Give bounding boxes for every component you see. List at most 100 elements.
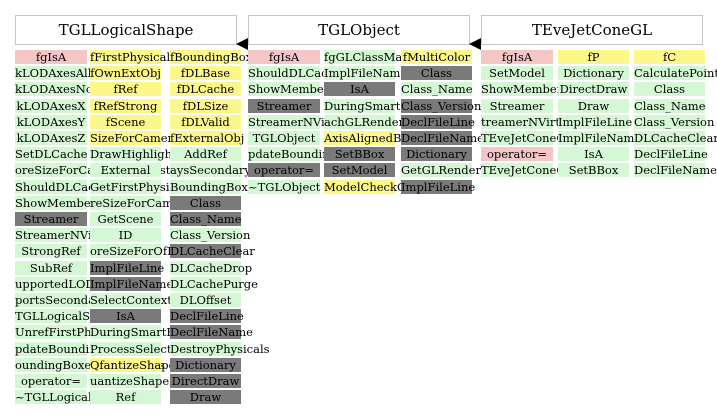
member-tevejetconegl-col2-5[interactable]: ImplFileName bbox=[558, 131, 642, 145]
member-tgllogicalshape-col2-2[interactable]: fRef bbox=[90, 82, 161, 97]
member-tgllogicalshape-col3-4[interactable]: fDLValid bbox=[170, 114, 241, 129]
member-tgllogicalshape-col2-20[interactable]: uantizeShapeLOD bbox=[90, 374, 196, 388]
class-header-tglobject[interactable]: TGLObject bbox=[248, 15, 470, 45]
member-tgllogicalshape-col2-1[interactable]: fOwnExtObj bbox=[90, 66, 161, 81]
member-tevejetconegl-col1-1[interactable]: SetModel bbox=[481, 66, 553, 81]
member-tgllogicalshape-col1-0[interactable]: fgIsA bbox=[15, 50, 87, 64]
member-tglobject-col2-3[interactable]: DuringSmartRefresh bbox=[324, 98, 446, 113]
member-tgllogicalshape-col1-16[interactable]: TGLLogicalShape bbox=[15, 309, 119, 324]
member-tgllogicalshape-col2-15[interactable]: SelectContextMenu bbox=[90, 293, 206, 307]
member-tgllogicalshape-col2-10[interactable]: GetScene bbox=[90, 212, 161, 226]
member-tevejetconegl-col2-4[interactable]: ImplFileLine bbox=[558, 114, 633, 129]
member-tgllogicalshape-col1-11[interactable]: StreamerNVirtual bbox=[15, 228, 120, 243]
member-tgllogicalshape-col3-6[interactable]: AddRef bbox=[170, 147, 241, 162]
member-tglobject-col2-0[interactable]: fgGLClassMap bbox=[324, 50, 410, 64]
member-tgllogicalshape-col3-7[interactable]: aysSecondarySelect bbox=[170, 163, 288, 178]
member-tglobject-col3-4[interactable]: DeclFileLine bbox=[401, 114, 475, 129]
member-tgllogicalshape-col3-2[interactable]: fDLCache bbox=[170, 82, 241, 97]
member-tglobject-col1-8[interactable]: ~TGLObject bbox=[248, 179, 321, 194]
member-tevejetconegl-col1-6[interactable]: operator= bbox=[481, 147, 553, 162]
member-tgllogicalshape-col2-6[interactable]: DrawHighlight bbox=[90, 147, 177, 162]
member-tgllogicalshape-col1-15[interactable]: portsSecondarySelect bbox=[15, 293, 144, 307]
member-tglobject-col1-6[interactable]: pdateBoundingBox bbox=[248, 147, 359, 162]
member-tgllogicalshape-col2-21[interactable]: Ref bbox=[90, 390, 161, 405]
member-tgllogicalshape-col3-21[interactable]: Draw bbox=[170, 390, 241, 405]
member-tevejetconegl-col2-7[interactable]: SetBBox bbox=[558, 163, 629, 178]
member-tgllogicalshape-col1-10[interactable]: Streamer bbox=[15, 212, 87, 226]
member-tgllogicalshape-col1-19[interactable]: oundingBoxesOfPhysicals bbox=[15, 357, 165, 372]
member-tgllogicalshape-col3-15[interactable]: DLOffset bbox=[170, 293, 241, 307]
member-tgllogicalshape-col3-16[interactable]: DeclFileLine bbox=[170, 309, 244, 324]
member-tglobject-col3-5[interactable]: DeclFileName bbox=[401, 131, 484, 145]
member-tevejetconegl-col3-7[interactable]: DeclFileName bbox=[634, 163, 717, 178]
member-tevejetconegl-col3-6[interactable]: DeclFileLine bbox=[634, 147, 708, 162]
member-tglobject-col1-2[interactable]: ShowMembers bbox=[248, 82, 336, 97]
member-tgllogicalshape-col1-7[interactable]: oreSizeForCameraInterest bbox=[15, 163, 170, 178]
member-tgllogicalshape-col2-11[interactable]: ID bbox=[90, 228, 161, 243]
member-tglobject-col2-6[interactable]: SetBBox bbox=[324, 147, 395, 162]
member-tevejetconegl-col2-2[interactable]: DirectDraw bbox=[558, 82, 629, 97]
member-tgllogicalshape-col2-3[interactable]: fRefStrong bbox=[90, 98, 161, 113]
member-tglobject-col1-7[interactable]: operator= bbox=[248, 163, 320, 178]
member-tgllogicalshape-col1-6[interactable]: SetDLCache bbox=[15, 147, 88, 162]
member-tevejetconegl-col1-7[interactable]: TEveJetConeGL bbox=[481, 163, 574, 178]
member-tglobject-col1-3[interactable]: Streamer bbox=[248, 98, 320, 113]
member-tgllogicalshape-col1-14[interactable]: upportedLODAxes bbox=[15, 276, 123, 291]
member-tgllogicalshape-col3-14[interactable]: DLCachePurge bbox=[170, 276, 258, 291]
member-tgllogicalshape-col2-8[interactable]: GetFirstPhysical bbox=[90, 179, 187, 194]
member-tgllogicalshape-col3-20[interactable]: DirectDraw bbox=[170, 374, 241, 388]
member-tglobject-col3-2[interactable]: Class_Name bbox=[401, 82, 473, 97]
member-tglobject-col2-5[interactable]: AxisAlignedBBox bbox=[324, 131, 424, 145]
member-tgllogicalshape-col1-9[interactable]: ShowMembers bbox=[15, 195, 103, 210]
member-tgllogicalshape-col2-17[interactable]: DuringSmartRefresh bbox=[90, 325, 212, 340]
member-tglobject-col2-7[interactable]: SetModel bbox=[324, 163, 395, 178]
member-tgllogicalshape-col1-3[interactable]: kLODAxesX bbox=[15, 98, 87, 113]
member-tevejetconegl-col1-2[interactable]: ShowMembers bbox=[481, 82, 569, 97]
member-tevejetconegl-col3-2[interactable]: Class bbox=[634, 82, 705, 97]
member-tevejetconegl-col1-3[interactable]: Streamer bbox=[481, 98, 553, 113]
member-tgllogicalshape-col3-12[interactable]: DLCacheClear bbox=[170, 244, 255, 259]
member-tgllogicalshape-col1-1[interactable]: kLODAxesAll bbox=[15, 66, 92, 81]
member-tglobject-col1-1[interactable]: ShouldDLCache bbox=[248, 66, 342, 81]
member-tgllogicalshape-col2-9[interactable]: reSizeForCameraInterest bbox=[90, 195, 239, 210]
member-tevejetconegl-col3-4[interactable]: Class_Version bbox=[634, 114, 715, 129]
member-tgllogicalshape-col3-11[interactable]: Class_Version bbox=[170, 228, 251, 243]
member-tevejetconegl-col2-6[interactable]: IsA bbox=[558, 147, 629, 162]
member-tgllogicalshape-col1-17[interactable]: UnrefFirstPhysical bbox=[15, 325, 125, 340]
member-tglobject-col3-3[interactable]: Class_Version bbox=[401, 98, 482, 113]
member-tevejetconegl-col1-4[interactable]: treamerNVirtual bbox=[481, 114, 578, 129]
member-tgllogicalshape-col3-17[interactable]: DeclFileName bbox=[170, 325, 253, 340]
member-tgllogicalshape-col2-4[interactable]: fScene bbox=[90, 114, 161, 129]
member-tglobject-col1-0[interactable]: fgIsA bbox=[248, 50, 320, 64]
member-tevejetconegl-col2-3[interactable]: Draw bbox=[558, 98, 629, 113]
member-tevejetconegl-col3-1[interactable]: CalculatePoints bbox=[634, 66, 717, 81]
member-tgllogicalshape-col2-19[interactable]: QfantizeShapeLOD bbox=[90, 357, 202, 372]
member-tgllogicalshape-col3-19[interactable]: Dictionary bbox=[170, 357, 241, 372]
member-tgllogicalshape-col2-5[interactable]: SizeForCameraInterest bbox=[90, 131, 227, 145]
member-tgllogicalshape-col1-2[interactable]: kLODAxesNone bbox=[15, 82, 107, 97]
member-tevejetconegl-col2-0[interactable]: fP bbox=[558, 50, 629, 64]
member-tgllogicalshape-col3-18[interactable]: DestroyPhysicals bbox=[170, 341, 270, 356]
member-tgllogicalshape-col3-10[interactable]: Class_Name bbox=[170, 212, 242, 226]
member-tglobject-col2-8[interactable]: ModelCheckClass bbox=[324, 179, 429, 194]
member-tevejetconegl-col3-0[interactable]: fC bbox=[634, 50, 705, 64]
member-tgllogicalshape-col2-12[interactable]: oreSizeForOfInterest bbox=[90, 244, 214, 259]
member-tgllogicalshape-col2-0[interactable]: fFirstPhysical bbox=[90, 50, 171, 64]
member-tgllogicalshape-col2-16[interactable]: IsA bbox=[90, 309, 161, 324]
class-header-tevejetconegl[interactable]: TEveJetConeGL bbox=[481, 15, 703, 45]
member-tgllogicalshape-col1-8[interactable]: ShouldDLCache bbox=[15, 179, 109, 194]
member-tgllogicalshape-col3-13[interactable]: DLCacheDrop bbox=[170, 260, 253, 275]
member-tglobject-col3-7[interactable]: GetGLRenderer bbox=[401, 163, 494, 178]
member-tgllogicalshape-col1-4[interactable]: kLODAxesY bbox=[15, 114, 87, 129]
member-tgllogicalshape-col3-3[interactable]: fDLSize bbox=[170, 98, 241, 113]
member-tglobject-col3-0[interactable]: fMultiColor bbox=[401, 50, 472, 64]
member-tglobject-col2-1[interactable]: ImplFileName bbox=[324, 66, 408, 81]
member-tgllogicalshape-col1-18[interactable]: pdateBoundingBox bbox=[15, 341, 126, 356]
member-tglobject-col3-8[interactable]: ImplFileLine bbox=[401, 179, 476, 194]
member-tgllogicalshape-col2-18[interactable]: ProcessSelection bbox=[90, 341, 190, 356]
member-tgllogicalshape-col3-0[interactable]: fBoundingBox bbox=[170, 50, 253, 64]
member-tevejetconegl-col3-5[interactable]: DLCacheClear bbox=[634, 131, 717, 145]
member-tglobject-col3-1[interactable]: Class bbox=[401, 66, 472, 81]
member-tglobject-col1-5[interactable]: TGLObject bbox=[248, 131, 320, 145]
member-tglobject-col1-4[interactable]: StreamerNVirtual bbox=[248, 114, 353, 129]
